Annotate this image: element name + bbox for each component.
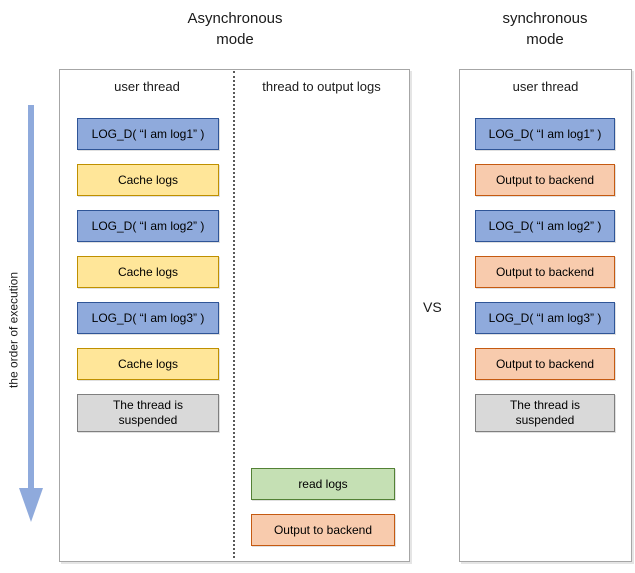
async-cache2-box: Cache logs [77, 256, 219, 288]
sync-output1-box: Output to backend [475, 164, 615, 196]
async-read-logs-box: read logs [251, 468, 395, 500]
async-cache1-box: Cache logs [77, 164, 219, 196]
async-cache3-box: Cache logs [77, 348, 219, 380]
async-log3-box: LOG_D( “I am log3” ) [77, 302, 219, 334]
sync-log3-box: LOG_D( “I am log3” ) [475, 302, 615, 334]
sync-suspended-box: The thread is suspended [475, 394, 615, 432]
async-user-thread-header: user thread [114, 79, 180, 94]
sync-mode-title: synchronous mode [445, 8, 635, 50]
sync-output3-box: Output to backend [475, 348, 615, 380]
sync-log1-box: LOG_D( “I am log1” ) [475, 118, 615, 150]
vs-label: VS [423, 299, 442, 315]
async-mode-title: Asynchronous mode [135, 8, 335, 50]
async-log2-box: LOG_D( “I am log2” ) [77, 210, 219, 242]
async-log1-box: LOG_D( “I am log1” ) [77, 118, 219, 150]
async-mode-title-line1: Asynchronous [187, 10, 283, 27]
async-output-backend-box: Output to backend [251, 514, 395, 546]
execution-order-arrow [19, 105, 43, 522]
sync-mode-title-line1: synchronous [502, 10, 588, 27]
async-mode-title-line2: mode [216, 31, 254, 48]
async-suspended-box: The thread is suspended [77, 394, 219, 432]
thread-divider [233, 71, 235, 558]
sync-mode-title-line2: mode [526, 31, 564, 48]
execution-order-label: the order of execution [6, 271, 21, 389]
sync-user-thread-header: user thread [512, 79, 579, 94]
sync-panel: user thread LOG_D( “I am log1” ) Output … [459, 69, 632, 562]
sync-output2-box: Output to backend [475, 256, 615, 288]
sync-log2-box: LOG_D( “I am log2” ) [475, 210, 615, 242]
async-output-thread-header: thread to output logs [262, 79, 381, 94]
async-panel: user thread thread to output logs LOG_D(… [59, 69, 410, 562]
